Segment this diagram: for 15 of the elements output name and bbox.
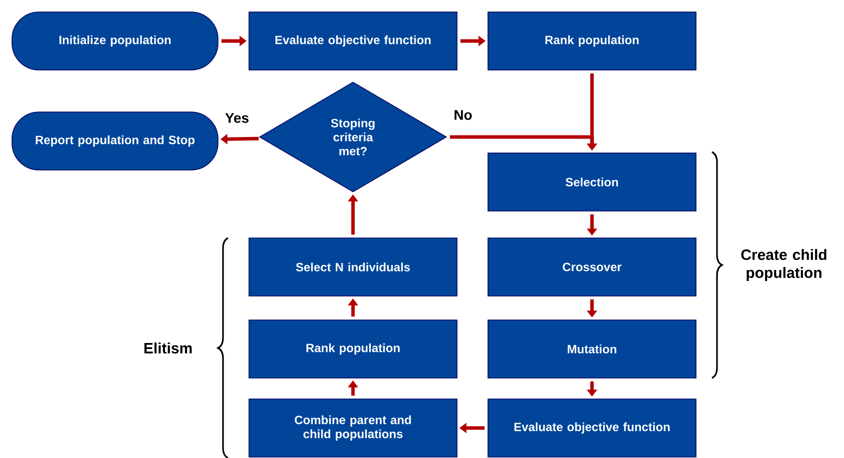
process-box: Evaluate objective function — [248, 12, 458, 70]
bracket-label: Elitism — [144, 342, 192, 354]
process-box: Crossover — [488, 238, 696, 296]
process-box: Evaluate objective function — [488, 398, 696, 458]
process-box: Rank population — [488, 12, 696, 70]
bracket-label: Create child population — [741, 249, 826, 281]
edge-label: No — [452, 109, 474, 121]
process-box: Selection — [488, 152, 696, 212]
process-box: Rank population — [248, 320, 458, 378]
terminal-box: Initialize population — [12, 12, 218, 70]
edge-label: Yes — [224, 112, 250, 124]
process-box: Mutation — [488, 320, 696, 378]
process-box: Select N individuals — [248, 238, 458, 296]
process-box: Combine parent and child populations — [248, 398, 458, 458]
terminal-box: Report population and Stop — [12, 112, 218, 170]
